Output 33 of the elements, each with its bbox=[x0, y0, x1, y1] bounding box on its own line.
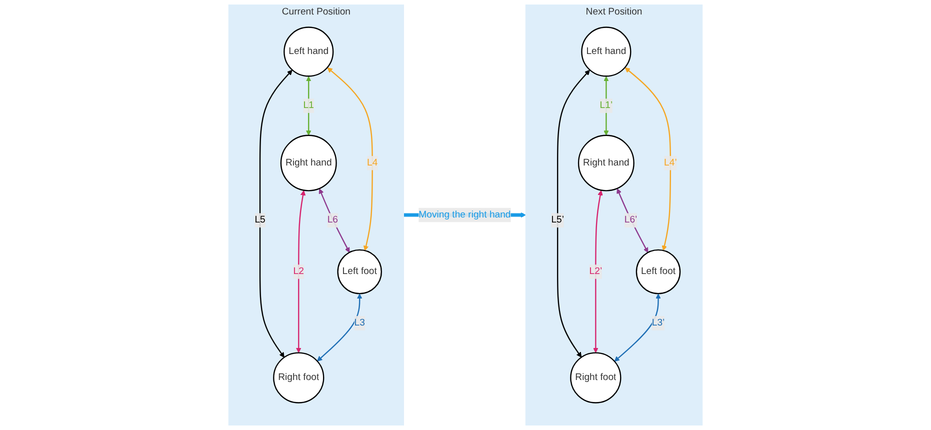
arrow bbox=[624, 67, 672, 251]
edge-label: L3 bbox=[354, 318, 365, 328]
arrow bbox=[557, 70, 590, 358]
node-circle: Left hand bbox=[581, 26, 632, 77]
edge-label: L4’ bbox=[664, 158, 677, 168]
arrow bbox=[604, 76, 609, 136]
arrow bbox=[593, 190, 603, 354]
arrow bbox=[318, 188, 350, 253]
edge-label: L6 bbox=[327, 214, 338, 226]
edge-label: L2’ bbox=[589, 266, 602, 277]
arrow bbox=[296, 190, 306, 354]
node-circle: Right hand bbox=[280, 134, 337, 192]
node-circle: Left hand bbox=[284, 26, 334, 77]
arrow bbox=[306, 76, 312, 136]
edge-label: L5’ bbox=[551, 214, 564, 226]
arrow bbox=[614, 294, 661, 362]
edge-label: L1 bbox=[303, 100, 314, 111]
edge-label: Moving the right hand bbox=[418, 210, 511, 220]
edge-label: L4 bbox=[367, 158, 378, 168]
node-circle: Left foot bbox=[337, 249, 382, 294]
arrow bbox=[616, 188, 648, 253]
node-circle: Right foot bbox=[273, 352, 324, 404]
edge-label: L5 bbox=[254, 214, 266, 226]
edge-label: L3’ bbox=[652, 318, 665, 328]
arrow bbox=[317, 294, 362, 362]
edge-label: L6’ bbox=[624, 214, 638, 226]
node-circle: Right hand bbox=[578, 134, 634, 192]
node-circle: Right foot bbox=[570, 352, 622, 404]
node-circle: Left foot bbox=[636, 249, 681, 294]
edge-label: L1’ bbox=[600, 100, 613, 111]
edge-label: L2 bbox=[293, 266, 304, 277]
arrow bbox=[327, 67, 373, 251]
arrow bbox=[259, 70, 292, 358]
